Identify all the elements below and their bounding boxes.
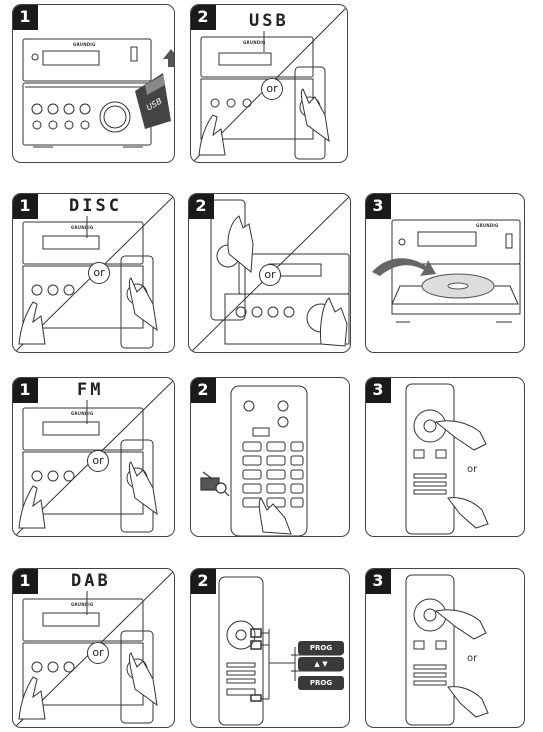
brand-logo: GRUNDIG [71, 602, 94, 607]
remote-navigation-illustration [405, 383, 489, 535]
proc-button-bottom: PROG [298, 676, 344, 690]
arrow-keys-button: ▲ ▼ [298, 657, 344, 671]
hand-icon [227, 215, 348, 347]
device-and-remote-illustration [14, 379, 174, 536]
step-number: 2 [191, 569, 216, 594]
remote-control-icon [405, 574, 455, 726]
disc-icon [421, 273, 495, 299]
step-number: 2 [191, 5, 216, 30]
arrow-up-icon [163, 49, 174, 67]
mode-label-disc: DISC [69, 196, 122, 216]
mode-label-dab: DAB [71, 571, 111, 591]
brand-logo: GRUNDIG [73, 42, 96, 47]
keypad [242, 441, 304, 508]
dab-step-3-panel: 3 or [365, 568, 525, 728]
step-number: 1 [13, 569, 38, 594]
arrow-down-icon [372, 258, 436, 276]
brand-logo: GRUNDIG [71, 225, 94, 230]
hand-icon [18, 277, 158, 345]
disc-step-1-panel: 1 DISC GRUNDIG or [12, 193, 175, 353]
or-badge: or [261, 78, 283, 100]
fm-step-2-panel: 2 [190, 377, 350, 537]
hand-icon [258, 497, 292, 535]
hand-icon [198, 88, 330, 156]
step-number: 2 [189, 194, 214, 219]
step-number: 3 [366, 194, 391, 219]
or-text: or [467, 464, 478, 475]
remote-keypad-illustration [200, 385, 308, 536]
or-badge: or [87, 450, 109, 472]
hand-icon [434, 609, 489, 718]
hand-icon [434, 420, 489, 529]
remote-control-icon [218, 576, 264, 726]
step-number: 3 [366, 378, 391, 403]
step-number: 1 [13, 378, 38, 403]
dab-step-1-panel: 1 DAB GRUNDIG or [12, 568, 175, 728]
or-text: or [467, 653, 478, 664]
hand-icon [18, 652, 158, 720]
fm-step-1-panel: 1 FM GRUNDIG or [12, 377, 175, 537]
micro-system-illustration [22, 38, 174, 148]
step-number: 1 [13, 5, 38, 30]
or-badge: or [259, 264, 281, 286]
remote-navigation-illustration [405, 574, 489, 726]
step-number: 1 [13, 194, 38, 219]
disc-step-3-panel: 3 GRUNDIG [365, 193, 525, 353]
fm-step-3-panel: 3 or [365, 377, 525, 537]
device-and-remote-illustration [192, 6, 347, 162]
disc-step-2-panel: 2 or [188, 193, 351, 353]
usb-step-1-panel: 1 GRUNDIG USB [12, 4, 175, 163]
or-badge: or [87, 642, 109, 664]
step-number: 3 [366, 569, 391, 594]
remote-control-icon [230, 385, 308, 536]
mode-label-fm: FM [77, 380, 104, 400]
remote-proc-illustration [218, 576, 341, 726]
step-number: 2 [191, 378, 216, 403]
hand-icon [18, 461, 158, 529]
brand-logo: GRUNDIG [71, 411, 94, 416]
remote-control-icon [405, 383, 455, 535]
disc-insert-illustration [372, 219, 521, 323]
brand-logo: GRUNDIG [243, 40, 266, 45]
or-badge: or [88, 262, 110, 284]
radio-search-icon [200, 471, 230, 497]
dab-step-2-panel: 2 PROG ▲ ▼ PROG [190, 568, 350, 728]
brand-logo: GRUNDIG [476, 223, 499, 228]
usb-stick-icon [135, 73, 171, 129]
proc-button-top: PROG [298, 641, 344, 655]
mode-label-usb: USB [249, 11, 289, 31]
device-and-remote-illustration [14, 195, 174, 352]
usb-step-2-panel: 2 USB GRUNDIG or [190, 4, 348, 163]
